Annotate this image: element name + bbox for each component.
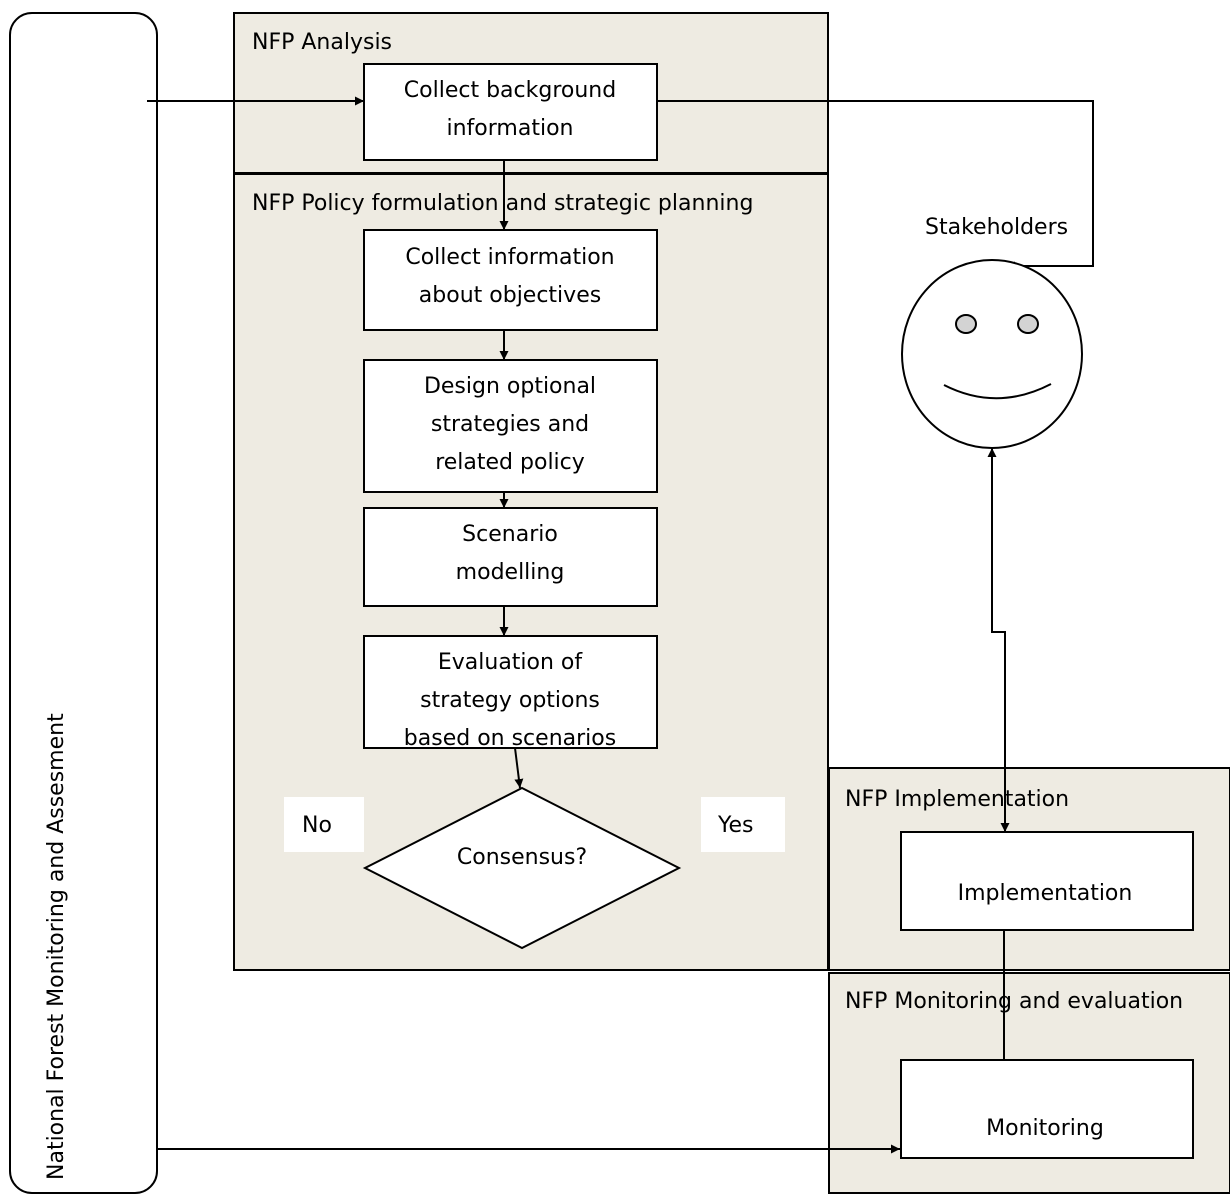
- node-design-label: Design optional strategies and related pol…: [424, 374, 596, 475]
- no-label: No: [302, 813, 332, 838]
- yes-label: Yes: [717, 813, 754, 838]
- node-collect-background: [363, 63, 658, 161]
- node-label-line: Scenario: [462, 522, 558, 547]
- node-label-line: Evaluation of: [438, 650, 584, 675]
- panel-analysis-title: NFP Analysis: [252, 30, 392, 55]
- node-label-line: strategies and: [431, 412, 589, 437]
- left-eye: [955, 314, 977, 334]
- node-evaluation: [363, 635, 658, 749]
- node-label-line: about objectives: [419, 283, 601, 308]
- node-consensus-diamond: [362, 786, 682, 950]
- node-scenario: [363, 507, 658, 607]
- yes-label-box: [701, 797, 785, 852]
- node-monitoring: [900, 1059, 1194, 1159]
- node-collect-background-label: Collect background information: [404, 78, 616, 141]
- node-collect-objectives: [363, 229, 658, 331]
- node-monitoring-label: Monitoring: [986, 1116, 1104, 1141]
- node-collect-objectives-label: Collect information about objectives: [405, 245, 614, 308]
- node-label-line: Collect information: [405, 245, 614, 270]
- side-label: National Forest Monitoring and Assesment: [44, 713, 69, 1180]
- panel-policy-title: NFP Policy formulation and strategic pla…: [252, 191, 753, 216]
- node-label-line: Collect background: [404, 78, 616, 103]
- panel-implementation-title: NFP Implementation: [845, 787, 1069, 812]
- node-evaluation-label: Evaluation of strategy options based on sc…: [404, 650, 616, 751]
- arrow-stakeholders-implementation: [987, 448, 1010, 832]
- panel-monitoring-title: NFP Monitoring and evaluation: [845, 989, 1183, 1014]
- arrow-background-to-stakeholders: [638, 100, 1094, 271]
- monitoring-assessment-sidebar: [9, 12, 158, 1194]
- node-consensus-label: Consensus?: [457, 845, 587, 870]
- node-implementation: [900, 831, 1194, 931]
- no-label-box: [284, 797, 364, 852]
- arrow-evaluation-to-consensus: [514, 747, 524, 789]
- mouth: [943, 383, 1052, 400]
- stakeholders-label: Stakeholders: [925, 215, 1068, 240]
- node-label-line: Design optional: [424, 374, 596, 399]
- face-outline: [901, 259, 1083, 449]
- node-label-line: strategy options: [420, 688, 600, 713]
- right-eye: [1017, 314, 1039, 334]
- node-implementation-label: Implementation: [958, 881, 1133, 906]
- node-label-line: related policy: [435, 450, 585, 475]
- node-design: [363, 359, 658, 493]
- node-label-line: based on scenarios: [404, 726, 616, 751]
- smiley-face-icon: [901, 259, 1083, 449]
- node-label-line: information: [447, 116, 574, 141]
- node-scenario-label: Scenario modelling: [456, 522, 565, 585]
- node-label-line: modelling: [456, 560, 565, 585]
